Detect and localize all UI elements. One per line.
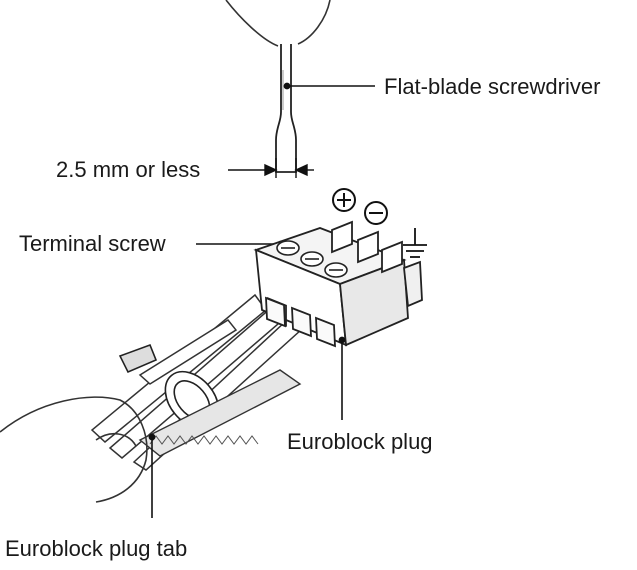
plug-leader	[338, 336, 346, 420]
plus-circle-icon	[332, 188, 356, 212]
hand-top	[225, 0, 331, 47]
flat-blade-screwdriver	[275, 44, 297, 173]
terminal-screws	[276, 240, 348, 278]
ground-icon	[403, 228, 427, 258]
blade-width-label: 2.5 mm or less	[56, 157, 200, 182]
screwdriver-label: Flat-blade screwdriver	[384, 74, 600, 99]
euroblock-plug-tab-shape	[138, 369, 302, 457]
hand-bottom	[0, 396, 148, 503]
minus-circle-icon	[364, 201, 388, 225]
plug-label: Euroblock plug	[287, 429, 433, 454]
terminal-screw-label: Terminal screw	[19, 231, 166, 256]
euroblock-plug-body	[253, 220, 423, 348]
blade-width-dimension	[228, 158, 314, 178]
plug-tab-leader	[148, 433, 156, 518]
screwdriver-leader	[283, 82, 375, 90]
plug-tab-label: Euroblock plug tab	[5, 536, 187, 561]
